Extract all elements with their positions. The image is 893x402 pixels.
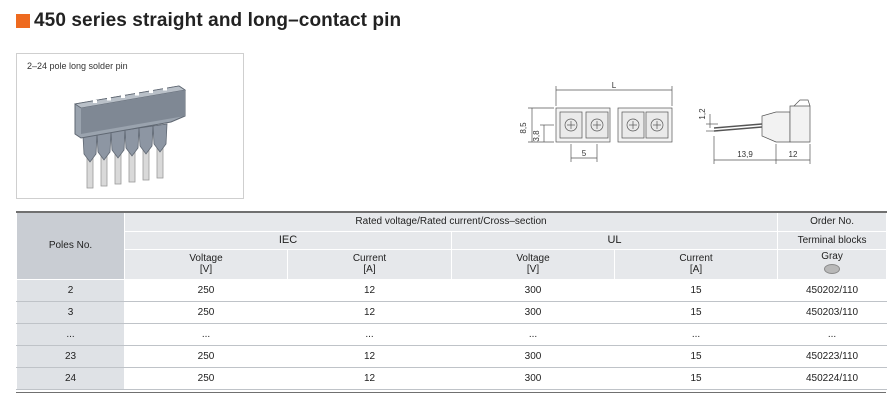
technical-drawing: L 8,5 3,8 5 1,2 13,9 12 xyxy=(519,81,811,164)
ul-voltage-header: Voltage [V] xyxy=(451,248,615,280)
dim-5-label: 5 xyxy=(582,149,587,158)
dim-8-5-label: 8,5 xyxy=(519,122,528,134)
dim-L-label: L xyxy=(612,81,617,90)
iec-header: IEC xyxy=(124,230,452,250)
specification-table: Poles No. Rated voltage/Rated current/Cr… xyxy=(16,211,888,390)
order-header: Order No. xyxy=(777,211,888,232)
terminal-blocks-header: Terminal blocks xyxy=(777,230,888,250)
iec-voltage-header: Voltage [V] xyxy=(124,248,288,280)
table-bottom-rule xyxy=(16,392,886,393)
dim-1-2-label: 1,2 xyxy=(698,108,707,120)
dim-12-label: 12 xyxy=(789,150,798,159)
dim-3-8-label: 3,8 xyxy=(532,130,541,142)
pin-header-photo-icon xyxy=(73,85,187,189)
rated-header: Rated voltage/Rated current/Cross–sectio… xyxy=(123,211,779,232)
table-row: 3 250 12 300 15 450203/110 xyxy=(16,300,888,324)
ul-header: UL xyxy=(450,230,779,250)
table-row: ... ... ... ... ... ... xyxy=(16,322,888,346)
product-photo-panel: 2–24 pole long solder pin xyxy=(16,53,244,199)
title-accent-square xyxy=(16,14,30,28)
poles-header: Poles No. xyxy=(16,211,125,280)
page-title-row: 450 series straight and long–contact pin xyxy=(16,8,401,34)
gray-color-header: Gray xyxy=(777,248,888,280)
page-title: 450 series straight and long–contact pin xyxy=(34,10,402,31)
photo-caption: 2–24 pole long solder pin xyxy=(27,61,128,71)
dim-13-9-label: 13,9 xyxy=(737,150,753,159)
gray-color-swatch-icon xyxy=(824,264,841,274)
ul-current-header: Current [A] xyxy=(613,248,779,280)
table-row: 24 250 12 300 15 450224/110 xyxy=(16,366,888,390)
table-row: 2 250 12 300 15 450202/110 xyxy=(16,278,888,302)
iec-current-header: Current [A] xyxy=(287,248,452,280)
table-row: 23 250 12 300 15 450223/110 xyxy=(16,344,888,368)
